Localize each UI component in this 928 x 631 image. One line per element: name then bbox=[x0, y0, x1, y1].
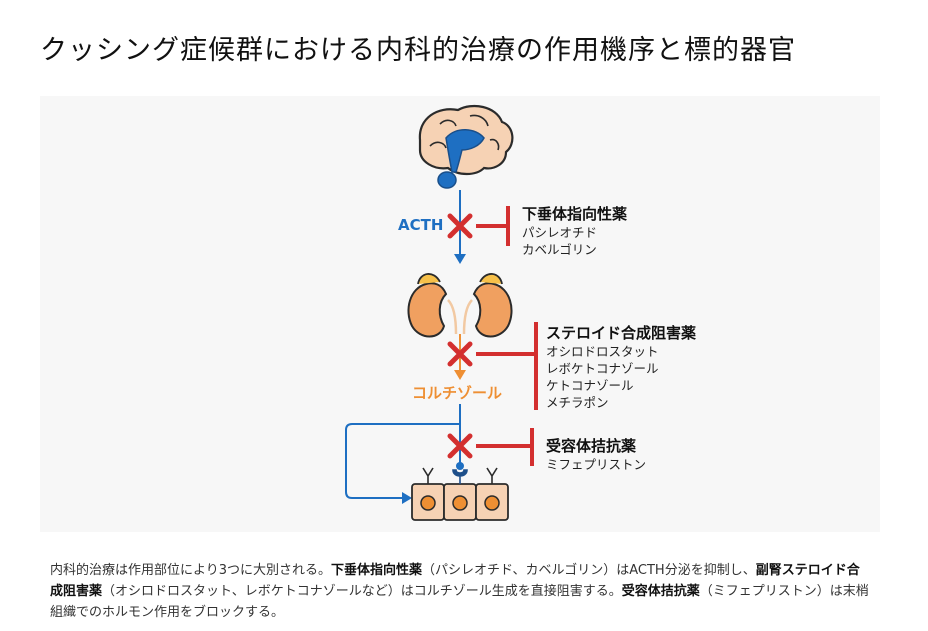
caption-text: （パシレオチド、カベルゴリン）はACTH分泌を抑制し、 bbox=[422, 563, 756, 578]
drug-group-name: 受容体拮抗薬 bbox=[546, 437, 637, 455]
inhibition-mark-pituitary bbox=[447, 206, 510, 246]
caption-bold: 副腎ステロイド合成阻害薬 bbox=[50, 563, 860, 599]
mechanism-diagram bbox=[345, 104, 538, 521]
drug-group-pituitary: 下垂体指向性薬 パシレオチド カベルゴリン bbox=[522, 204, 627, 258]
acth-arrowhead bbox=[454, 254, 466, 264]
target-tissue-cells bbox=[411, 462, 509, 521]
drug-name: ミフェプリストン bbox=[546, 457, 647, 472]
cortisol-arrowhead bbox=[454, 370, 466, 380]
caption-bold: 下垂体指向性薬 bbox=[331, 563, 423, 578]
bypass-arrow bbox=[345, 423, 460, 499]
figure-caption: 内科的治療は作用部位により3つに大別される。下垂体指向性薬（パシレオチド、カベル… bbox=[50, 560, 870, 623]
caption-bold: 受容体拮抗薬 bbox=[621, 584, 700, 599]
brain-icon bbox=[418, 104, 514, 189]
bypass-arrowhead bbox=[402, 492, 412, 504]
page-title: クッシング症候群における内科的治療の作用機序と標的器官 bbox=[40, 35, 796, 66]
drug-name: オシロドロスタット bbox=[546, 344, 659, 359]
drug-name: レボケトコナゾール bbox=[546, 361, 659, 376]
drug-name: カベルゴリン bbox=[522, 242, 597, 257]
acth-label: ACTH bbox=[398, 216, 444, 234]
cortisol-label: コルチゾール bbox=[412, 384, 503, 402]
inhibition-mark-receptor bbox=[447, 428, 534, 466]
adrenal-kidney-icon bbox=[407, 273, 513, 338]
caption-text: 内科的治療は作用部位により3つに大別される。 bbox=[50, 563, 332, 578]
drug-group-name: ステロイド合成阻害薬 bbox=[546, 324, 697, 342]
drug-group-receptor: 受容体拮抗薬 ミフェプリストン bbox=[546, 436, 646, 473]
drug-name: メチラポン bbox=[546, 395, 609, 410]
inhibition-mark-adrenal bbox=[447, 322, 538, 410]
drug-group-steroidogenesis: ステロイド合成阻害薬 オシロドロスタット レボケトコナゾール ケトコナゾール メ… bbox=[546, 323, 696, 411]
drug-name: ケトコナゾール bbox=[546, 378, 634, 393]
caption-text: （オシロドロスタット、レボケトコナゾールなど）はコルチゾール生成を直接阻害する。 bbox=[102, 584, 622, 599]
caption-text: （ミフェプリストン）は末梢組織でのホルモン作用をブロックする。 bbox=[50, 584, 869, 620]
drug-group-name: 下垂体指向性薬 bbox=[522, 205, 628, 223]
drug-name: パシレオチド bbox=[522, 225, 598, 240]
